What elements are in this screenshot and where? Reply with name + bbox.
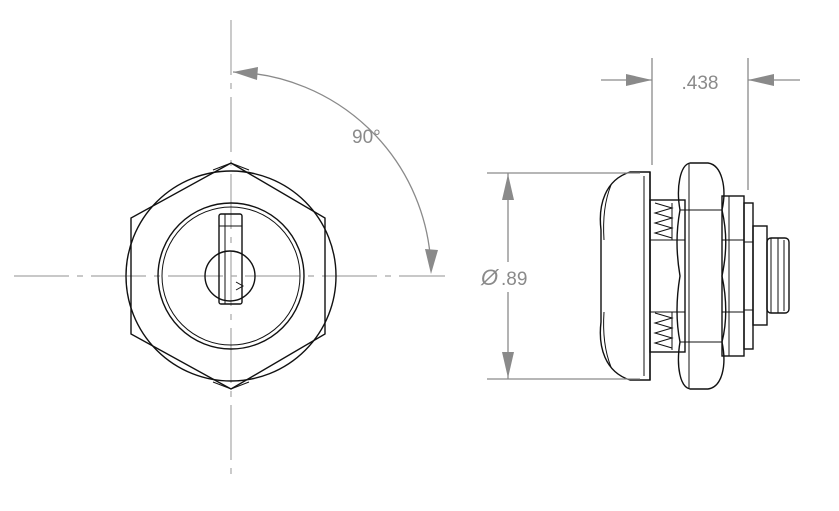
width-arrow-right-icon (748, 74, 774, 86)
width-dimension: .438 (601, 58, 800, 190)
cam-hub (752, 225, 768, 326)
side-view (599, 162, 790, 390)
diameter-arrow-bottom-icon (502, 352, 514, 378)
front-view (14, 20, 445, 480)
hex-nut-top-chamfer (212, 162, 250, 171)
bezel-inner-ring (157, 202, 305, 350)
rotation-dimension: 90° (232, 67, 438, 274)
bezel-outer-ring (125, 170, 337, 382)
washer (721, 195, 745, 357)
lower-threads (653, 312, 674, 350)
diameter-dimension: Ø .89 (480, 172, 640, 380)
cylinder-face-ring (161, 206, 301, 346)
keyway-notch (235, 281, 245, 291)
diameter-symbol: Ø (480, 265, 500, 290)
keyway-slot (218, 213, 243, 305)
key-plug (204, 250, 256, 302)
arc-end-arrow-icon (425, 249, 438, 274)
hex-nut-side (676, 162, 727, 390)
hex-nut-bottom-chamfer (212, 381, 250, 390)
dome-head (599, 171, 651, 381)
rotation-arc (232, 71, 432, 269)
dome-highlight-top (603, 184, 612, 241)
diameter-arrow-top-icon (502, 174, 514, 200)
width-arrow-left-icon (626, 74, 652, 86)
threaded-shank (649, 199, 686, 353)
diameter-label: .89 (501, 269, 527, 290)
upper-threads (653, 202, 674, 240)
arc-start-arrow-icon (233, 67, 258, 80)
width-label: .438 (682, 73, 719, 94)
dome-highlight-bottom (603, 311, 612, 368)
angle-label: 90° (352, 127, 381, 148)
cylinder-body (743, 202, 754, 350)
